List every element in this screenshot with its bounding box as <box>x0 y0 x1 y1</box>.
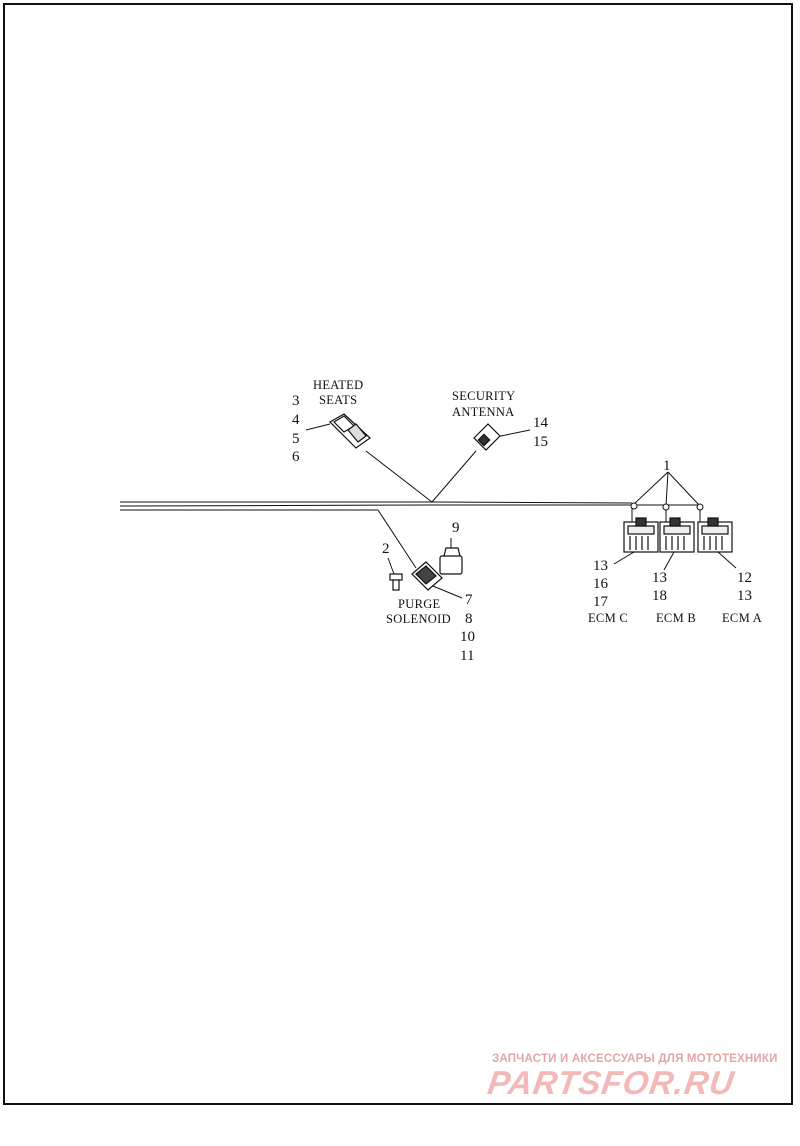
security-antenna-label-1: SECURITY <box>452 389 516 403</box>
item-number-18: 18 <box>652 588 667 604</box>
ecm-a-label: ECM A <box>722 611 762 625</box>
leader-13c <box>613 551 635 565</box>
item-number-1: 1 <box>663 458 671 474</box>
item-number-11: 11 <box>460 648 474 664</box>
item-number-5: 5 <box>292 431 300 447</box>
leader-3 <box>305 423 331 431</box>
purge-solenoid-branch <box>377 509 417 569</box>
item-number-4: 4 <box>292 412 300 428</box>
leader-13b <box>663 551 675 571</box>
item-number-13-ecm-c: 13 <box>593 558 608 574</box>
item-number-10: 10 <box>460 629 475 645</box>
ecm-a-connector <box>697 517 733 553</box>
harness-clips <box>630 502 704 511</box>
ecm-c-connector <box>623 517 659 553</box>
purge-solenoid-connector <box>411 561 443 591</box>
purge-solenoid-label-1: PURGE <box>398 597 441 611</box>
watermark-tagline: ЗАПЧАСТИ И АКСЕССУАРЫ ДЛЯ МОТОТЕХНИКИ <box>492 1053 778 1065</box>
item-number-13-ecm-b: 13 <box>652 570 667 586</box>
security-antenna-connector <box>473 423 501 451</box>
item-number-12: 12 <box>737 570 752 586</box>
item-number-7: 7 <box>465 592 473 608</box>
leader-1a <box>633 471 669 505</box>
leader-1c <box>667 471 701 507</box>
heated-seats-label-1: HEATED <box>313 378 363 392</box>
item-number-6: 6 <box>292 449 300 465</box>
heated-seats-connector <box>329 413 371 449</box>
security-antenna-branch <box>431 450 477 503</box>
item-number-13-ecm-a: 13 <box>737 588 752 604</box>
ecm-b-connector <box>659 517 695 553</box>
leader-2 <box>387 557 395 575</box>
harness-trunk <box>120 501 633 504</box>
leader-14 <box>495 429 531 438</box>
security-antenna-label-2: ANTENNA <box>452 405 515 419</box>
leader-1b <box>665 471 669 507</box>
item-number-8: 8 <box>465 611 473 627</box>
item-number-17: 17 <box>593 594 609 610</box>
watermark-brand: PARTSFOR.RU <box>485 1064 737 1101</box>
item-number-15: 15 <box>533 434 548 450</box>
item-9-connector <box>439 547 463 575</box>
item-number-2: 2 <box>382 541 390 557</box>
heated-seats-branch <box>365 450 433 503</box>
ecm-b-label: ECM B <box>656 611 696 625</box>
purge-solenoid-label-2: SOLENOID <box>386 612 451 626</box>
item-number-9: 9 <box>452 520 460 536</box>
ecm-c-label: ECM C <box>588 611 628 625</box>
item-number-14: 14 <box>533 415 549 431</box>
heated-seats-label-2: SEATS <box>319 393 357 407</box>
page-border <box>3 3 793 1105</box>
item-2-plug <box>389 573 403 591</box>
item-number-16: 16 <box>593 576 609 592</box>
leader-7 <box>427 583 463 599</box>
harness-trunk-2 <box>119 504 700 507</box>
item-number-3: 3 <box>292 393 300 409</box>
leader-12 <box>717 551 737 569</box>
